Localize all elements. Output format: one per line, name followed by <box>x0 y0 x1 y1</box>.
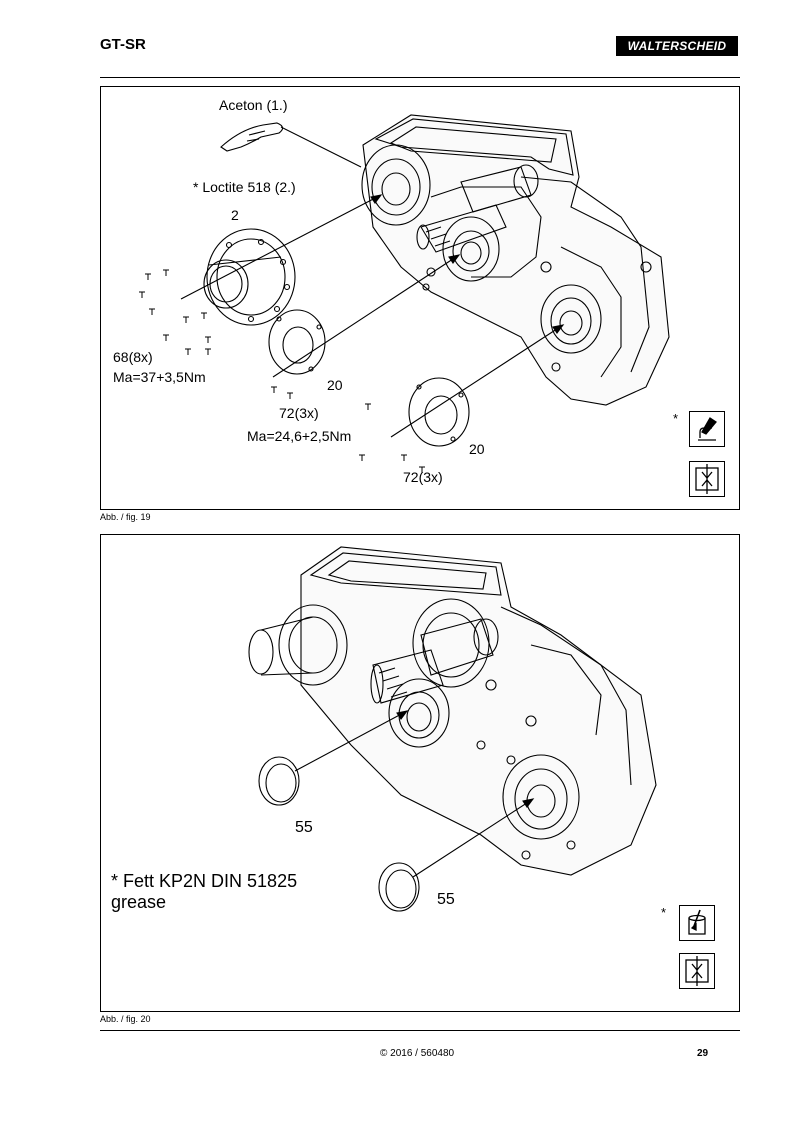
label-gasket-20-b: 20 <box>469 441 485 457</box>
figure-20-frame: 55 55 * Fett KP2N DIN 51825 grease * <box>100 534 740 1012</box>
footer-copyright: © 2016 / 560480 <box>380 1048 455 1059</box>
label-bolts-72-a: 72(3x) <box>279 405 319 421</box>
figure-19-caption: Abb. / fig. 19 <box>100 512 151 522</box>
label-gasket-20-a: 20 <box>327 377 343 393</box>
label-grease: grease <box>111 892 167 912</box>
document-title: GT-SR <box>100 36 146 53</box>
press-fit-icon <box>679 953 715 989</box>
asterisk-marker: * <box>673 411 679 426</box>
figure-19-drawing <box>139 114 670 473</box>
figure-20-drawing <box>248 546 657 912</box>
footer-rule <box>100 1030 740 1031</box>
figure-20-caption: Abb. / fig. 20 <box>100 1014 151 1024</box>
page-number: 29 <box>697 1048 709 1059</box>
label-torque-72: Ma=24,6+2,5Nm <box>247 428 352 444</box>
label-torque-68: Ma=37+3,5Nm <box>113 369 206 385</box>
press-fit-icon <box>689 461 725 497</box>
label-grease-spec: * Fett KP2N DIN 51825 <box>111 871 298 891</box>
grease-apply-icon <box>679 905 715 941</box>
label-ring-55-a: 55 <box>295 819 313 836</box>
figure-19-frame: Aceton (1.) * Loctite 518 (2.) 2 68(8x) … <box>100 86 740 510</box>
label-part-2: 2 <box>231 207 239 223</box>
label-ring-55-b: 55 <box>437 891 455 908</box>
label-bolts-68: 68(8x) <box>113 349 153 365</box>
brand-logo: WALTERSCHEID <box>616 36 738 56</box>
label-bolts-72-b: 72(3x) <box>403 469 443 485</box>
label-loctite: * Loctite 518 (2.) <box>193 179 296 195</box>
header-rule <box>100 77 740 78</box>
label-aceton: Aceton (1.) <box>219 97 288 113</box>
asterisk-marker: * <box>661 905 667 920</box>
sealant-apply-icon <box>689 411 725 447</box>
